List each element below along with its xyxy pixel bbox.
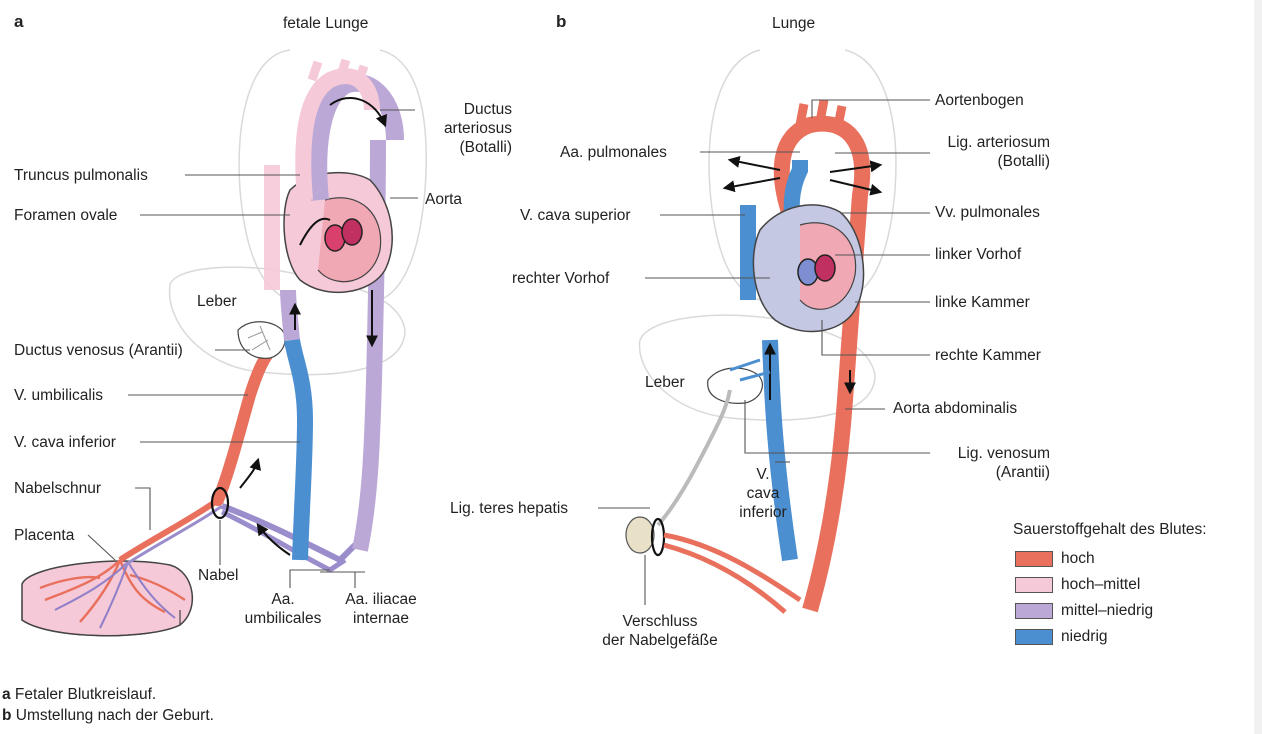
legend-swatch <box>1015 629 1053 645</box>
label-aa-umbilicales: Aa. umbilicales <box>228 590 338 628</box>
ivc-b <box>770 340 790 560</box>
label-placenta: Placenta <box>14 526 74 545</box>
legend-item: niedrig <box>1015 627 1108 647</box>
label-lig-venosum-line1: Lig. venosum <box>910 444 1050 463</box>
label-v-cava-superior: V. cava superior <box>520 206 631 225</box>
heart-b <box>753 205 863 332</box>
legend-item: hoch <box>1015 549 1095 569</box>
label-aortenbogen: Aortenbogen <box>935 91 1024 110</box>
umbilical-remnant-arteries <box>664 535 800 612</box>
label-v-cava-inferior-b-line2: cava <box>728 484 798 503</box>
liver-b <box>708 360 770 403</box>
label-aa-iliacae-line1: Aa. iliacae <box>326 590 436 609</box>
label-aa-iliacae: Aa. iliacae internae <box>326 590 436 628</box>
label-linker-vorhof: linker Vorhof <box>935 245 1021 264</box>
label-lig-venosum: Lig. venosum (Arantii) <box>910 444 1050 482</box>
panel-b-title: Lunge <box>772 14 815 33</box>
legend-label: mittel–niedrig <box>1061 602 1153 620</box>
label-v-cava-inferior-b-line3: inferior <box>728 503 798 522</box>
caption-b-text: Umstellung nach der Geburt. <box>11 707 213 724</box>
label-truncus-pulmonalis: Truncus pulmonalis <box>14 166 148 185</box>
legend-label: hoch <box>1061 550 1095 568</box>
label-lig-venosum-line2: (Arantii) <box>910 463 1050 482</box>
label-leber-a: Leber <box>197 292 237 311</box>
caption-a: a Fetaler Blutkreislauf. <box>2 686 156 704</box>
caption-a-letter: a <box>2 686 11 703</box>
label-vv-pulmonales: Vv. pulmonales <box>935 203 1040 222</box>
label-aa-iliacae-line2: internae <box>326 609 436 628</box>
umbilical-vein <box>218 345 275 500</box>
label-aa-umbilicales-line1: Aa. <box>228 590 338 609</box>
placenta <box>22 560 192 636</box>
label-nabelschnur: Nabelschnur <box>14 479 101 498</box>
label-linke-kammer: linke Kammer <box>935 293 1030 312</box>
label-aorta: Aorta <box>425 190 462 209</box>
label-aorta-abdominalis: Aorta abdominalis <box>893 399 1017 418</box>
label-foramen-ovale: Foramen ovale <box>14 206 117 225</box>
panel-a-title: fetale Lunge <box>283 14 368 33</box>
label-lig-arteriosum-line2: (Botalli) <box>910 152 1050 171</box>
label-v-umbilicalis: V. umbilicalis <box>14 386 103 405</box>
umbilical-cord <box>120 500 218 560</box>
liver-a <box>238 322 285 359</box>
panel-a-letter: a <box>14 12 23 32</box>
label-ductus-venosus: Ductus venosus (Arantii) <box>14 341 183 360</box>
legend-swatch <box>1015 603 1053 619</box>
ivc-a <box>292 340 305 560</box>
caption-b: b Umstellung nach der Geburt. <box>2 707 214 725</box>
legend-label: niedrig <box>1061 628 1108 646</box>
label-v-cava-inferior-a: V. cava inferior <box>14 433 116 452</box>
label-nabel: Nabel <box>198 566 239 585</box>
legend-title: Sauerstoffgehalt des Blutes: <box>1013 521 1207 539</box>
label-v-cava-inferior-b-line1: V. <box>728 465 798 484</box>
legend-swatch <box>1015 551 1053 567</box>
label-lig-arteriosum: Lig. arteriosum (Botalli) <box>910 133 1050 171</box>
label-verschluss-line1: Verschluss <box>590 612 730 631</box>
legend-item: hoch–mittel <box>1015 575 1140 595</box>
label-ductus-arteriosus-line3: (Botalli) <box>420 138 512 157</box>
label-verschluss-line2: der Nabelgefäße <box>590 631 730 650</box>
label-rechte-kammer: rechte Kammer <box>935 346 1041 365</box>
label-ductus-arteriosus-line2: arteriosus <box>420 119 512 138</box>
scrollbar-track[interactable] <box>1254 0 1262 734</box>
legend-swatch <box>1015 577 1053 593</box>
label-ductus-arteriosus: Ductus arteriosus (Botalli) <box>420 100 512 157</box>
legend-item: mittel–niedrig <box>1015 601 1153 621</box>
label-aa-umbilicales-line2: umbilicales <box>228 609 338 628</box>
label-lig-arteriosum-line1: Lig. arteriosum <box>910 133 1050 152</box>
label-lig-teres-hepatis: Lig. teres hepatis <box>450 499 568 518</box>
label-ductus-arteriosus-line1: Ductus <box>420 100 512 119</box>
label-aa-pulmonales: Aa. pulmonales <box>560 143 667 162</box>
label-verschluss: Verschluss der Nabelgefäße <box>590 612 730 650</box>
panel-b-letter: b <box>556 12 566 32</box>
label-leber-b: Leber <box>645 373 685 392</box>
label-v-cava-inferior-b: V. cava inferior <box>728 465 798 522</box>
legend-label: hoch–mittel <box>1061 576 1140 594</box>
label-rechter-vorhof: rechter Vorhof <box>512 269 609 288</box>
caption-a-text: Fetaler Blutkreislauf. <box>11 686 157 703</box>
umbilical-arteries <box>222 506 360 560</box>
